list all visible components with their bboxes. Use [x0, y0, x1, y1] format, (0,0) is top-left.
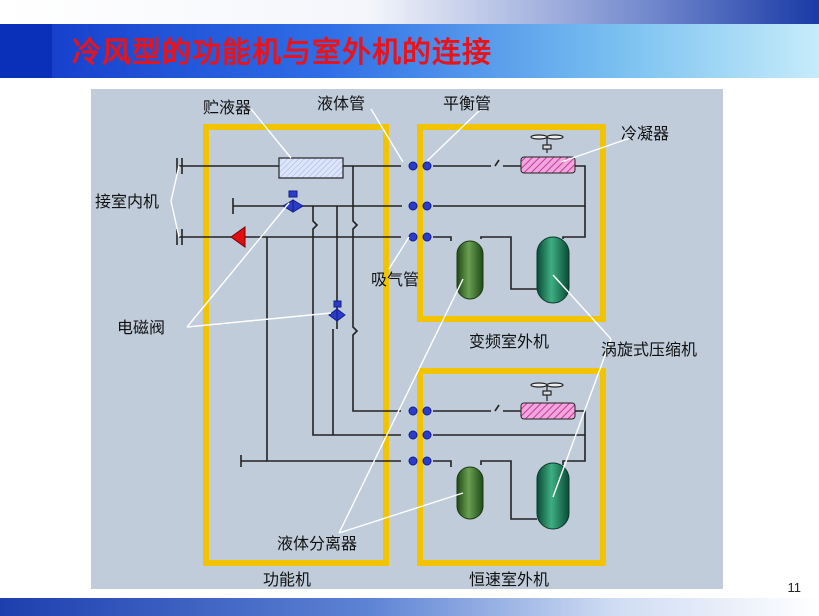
connection-diagram: 贮液器 液体管 平衡管 冷凝器 接室内机 吸气管 电磁阀 变频室外机 涡旋式压缩… — [91, 89, 723, 589]
inverter-outdoor-box — [417, 124, 606, 322]
label-balance-pipe: 平衡管 — [443, 94, 491, 113]
fixed-outdoor-box — [417, 368, 606, 566]
reservoir-tank — [278, 157, 344, 179]
label-function-unit: 功能机 — [263, 570, 311, 589]
page-number: 11 — [787, 580, 802, 595]
label-solenoid-valve: 电磁阀 — [117, 318, 165, 337]
title-banner — [0, 24, 819, 78]
header-gradient-bar — [0, 0, 819, 24]
scroll-compressor-inverter — [536, 236, 570, 304]
solenoid-valve-2 — [328, 300, 346, 322]
footer-gradient-bar — [0, 598, 819, 616]
label-suction-pipe: 吸气管 — [371, 270, 419, 289]
title-accent-block — [0, 24, 52, 78]
label-inverter-outdoor: 变频室外机 — [469, 332, 549, 351]
liquid-separator-fixed — [456, 466, 484, 520]
label-condenser: 冷凝器 — [621, 124, 669, 143]
pipe-joints — [408, 161, 432, 466]
check-valve — [230, 226, 246, 248]
fan-icon-inverter — [530, 134, 564, 153]
leader-lines — [170, 108, 634, 534]
piping — [176, 158, 586, 520]
liquid-separator-inverter — [456, 240, 484, 300]
condenser-fixed — [520, 402, 576, 420]
slide-title: 冷风型的功能机与室外机的连接 — [72, 35, 493, 69]
fan-icon-fixed — [530, 382, 564, 401]
diagram-background — [91, 89, 723, 589]
label-reservoir: 贮液器 — [203, 98, 251, 117]
solenoid-valve-1 — [282, 190, 304, 213]
label-to-indoor: 接室内机 — [95, 192, 159, 211]
label-liquid-separator: 液体分离器 — [277, 534, 357, 553]
function-unit-box — [203, 124, 389, 566]
label-liquid-pipe: 液体管 — [317, 94, 365, 113]
condenser-inverter — [520, 156, 576, 174]
label-scroll-compressor: 涡旋式压缩机 — [601, 340, 697, 359]
label-fixed-outdoor: 恒速室外机 — [469, 570, 549, 589]
